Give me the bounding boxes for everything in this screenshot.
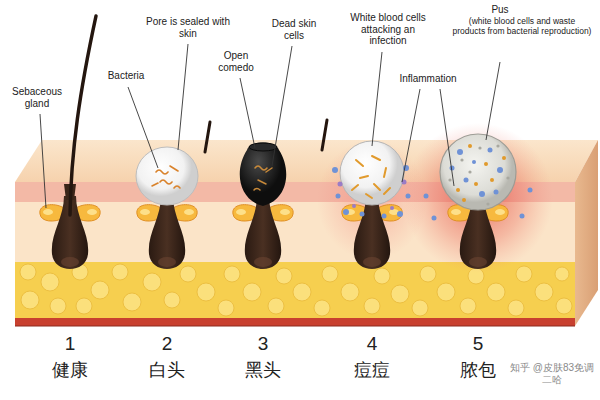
stage-number: 3 [238,333,288,355]
part-note: (white blood cells and waste products fr… [452,17,592,37]
stage-name: 白头 [137,360,197,381]
part-label: Pus [475,4,525,16]
part-label: Dead skin cells [266,18,322,41]
part-label: Bacteria [100,70,152,82]
part-label: Open comedo [212,50,260,73]
part-label: Pore is sealed with skin [146,16,230,39]
stage-name: 健康 [40,360,100,381]
stage-number: 5 [453,333,503,355]
stage-name: 痘痘 [342,360,402,381]
stage-number: 2 [142,333,192,355]
stage-number: 4 [347,333,397,355]
part-label: Inflammation [390,73,466,85]
part-label: Sebaceous gland [6,86,68,109]
stage-name: 黑头 [233,360,293,381]
stage-name: 脓包 [448,360,508,381]
watermark: 知乎 @皮肤83免调二哈 [508,362,596,385]
part-label: White blood cells attacking an infection [346,12,430,47]
stage-number: 1 [45,333,95,355]
